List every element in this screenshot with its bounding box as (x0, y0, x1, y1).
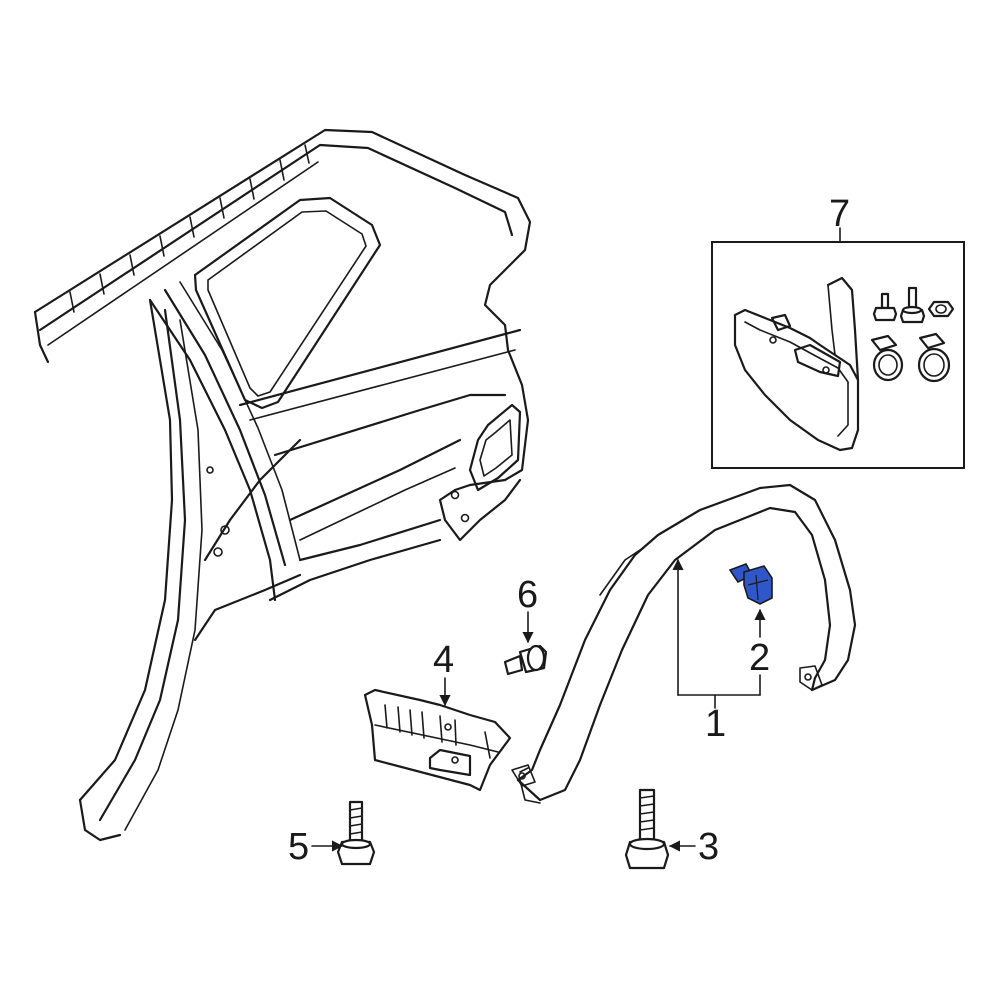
callout-4: 4 (433, 639, 454, 681)
callout-3: 3 (698, 826, 719, 868)
kit-nut (927, 300, 955, 318)
splash-shield-bracket (363, 688, 512, 792)
molding-clip-highlighted (728, 563, 773, 605)
callout-2: 2 (749, 637, 770, 679)
kit-clamp-left (870, 334, 904, 382)
mud-flap-kit (711, 241, 965, 469)
callout-labels: 1 2 3 4 5 6 7 (288, 193, 850, 868)
kit-clamp-right (917, 332, 951, 383)
bolt-left (336, 800, 376, 866)
bolt-right (624, 788, 670, 870)
kit-bolt-long (899, 286, 926, 324)
kit-bolt-small (872, 292, 898, 322)
push-pin-screw (503, 644, 548, 676)
leader-lines (311, 227, 841, 852)
callout-7: 7 (829, 193, 850, 235)
callout-5: 5 (288, 826, 309, 868)
wheel-opening-molding (511, 483, 857, 804)
quarter-panel (33, 128, 532, 842)
callout-6: 6 (517, 574, 538, 616)
callout-1: 1 (705, 703, 726, 745)
